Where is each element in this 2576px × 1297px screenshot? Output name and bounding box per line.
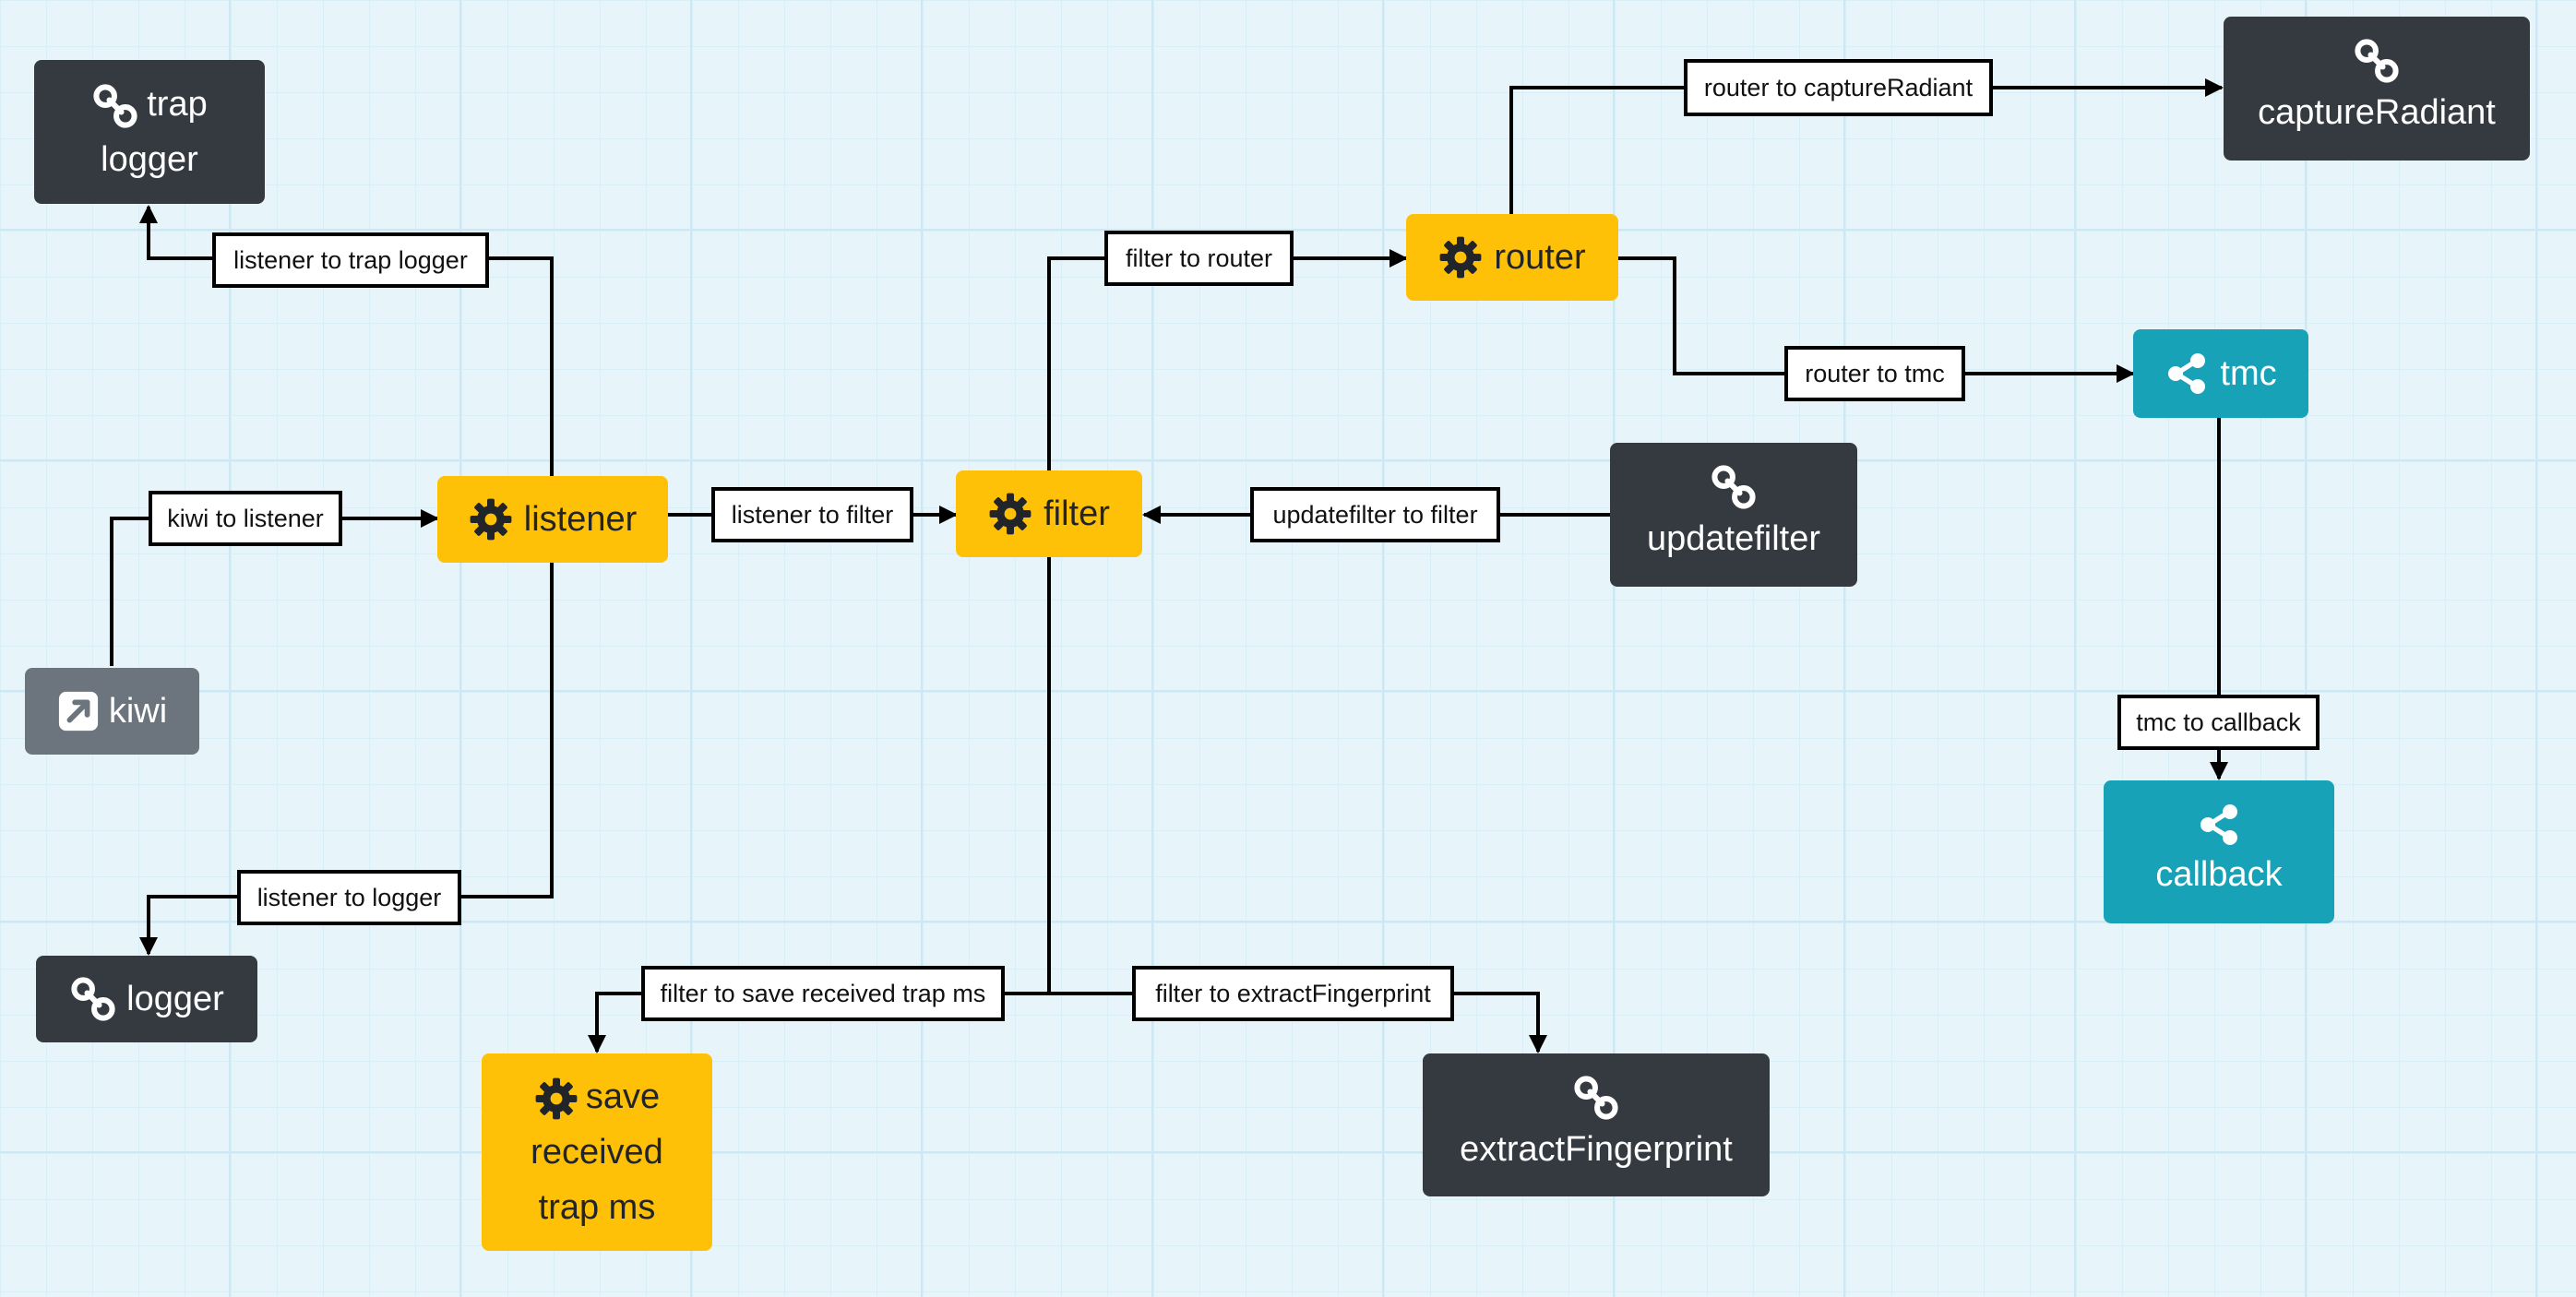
node-router-label: router xyxy=(1494,238,1586,277)
edge-filter-to-router[interactable] xyxy=(1047,249,1408,470)
node-listener-label: listener xyxy=(523,500,638,539)
link-icon xyxy=(71,977,115,1021)
edge-label-listener-to-trap-logger[interactable]: listener to trap logger xyxy=(212,232,489,288)
node-trap-logger[interactable]: trap logger xyxy=(34,60,265,204)
node-save-line1: save xyxy=(585,1077,661,1116)
edge-label-router-to-capture-radiant[interactable]: router to captureRadiant xyxy=(1684,59,1993,116)
external-link-icon xyxy=(58,691,98,732)
node-trap-logger-line1: trap xyxy=(147,85,208,124)
gear-icon xyxy=(535,1077,578,1120)
node-tmc-label: tmc xyxy=(2220,354,2277,393)
node-updatefilter[interactable]: updatefilter xyxy=(1610,443,1857,587)
node-kiwi-label: kiwi xyxy=(108,692,168,731)
link-icon xyxy=(1574,1075,1618,1120)
link-icon xyxy=(2355,39,2399,83)
edge-label-filter-to-router[interactable]: filter to router xyxy=(1104,231,1294,286)
node-router[interactable]: router xyxy=(1406,214,1618,301)
node-filter[interactable]: filter xyxy=(956,470,1142,557)
share-icon xyxy=(2200,803,2237,845)
gear-icon xyxy=(470,498,512,541)
node-logger-label: logger xyxy=(126,980,224,1018)
edge-label-filter-to-extract[interactable]: filter to extractFingerprint xyxy=(1132,966,1454,1021)
link-icon xyxy=(93,84,137,128)
edge-label-tmc-to-callback[interactable]: tmc to callback xyxy=(2117,695,2320,750)
node-save-line3: trap ms xyxy=(538,1188,656,1227)
node-save-received-trap-ms[interactable]: save received trap ms xyxy=(482,1053,712,1251)
node-save-line2: received xyxy=(531,1133,663,1172)
share-icon xyxy=(2168,353,2206,394)
edge-label-updatefilter-to-filter[interactable]: updatefilter to filter xyxy=(1250,487,1500,542)
node-tmc[interactable]: tmc xyxy=(2133,329,2308,418)
edge-label-kiwi-to-listener[interactable]: kiwi to listener xyxy=(149,491,342,546)
gear-icon xyxy=(1439,236,1482,279)
node-kiwi[interactable]: kiwi xyxy=(25,668,199,755)
node-logger[interactable]: logger xyxy=(36,956,257,1042)
node-callback[interactable]: callback xyxy=(2104,780,2334,923)
link-icon xyxy=(1711,465,1756,509)
node-extract-fingerprint-label: extractFingerprint xyxy=(1460,1129,1733,1169)
edge-label-listener-to-filter[interactable]: listener to filter xyxy=(711,487,913,542)
node-capture-radiant-label: captureRadiant xyxy=(2258,93,2496,132)
node-updatefilter-label: updatefilter xyxy=(1646,519,1820,558)
node-extract-fingerprint[interactable]: extractFingerprint xyxy=(1423,1053,1770,1196)
edge-label-router-to-tmc[interactable]: router to tmc xyxy=(1784,346,1965,401)
edge-label-listener-to-logger[interactable]: listener to logger xyxy=(237,870,461,925)
gear-icon xyxy=(989,493,1032,535)
edge-label-filter-to-save[interactable]: filter to save received trap ms xyxy=(641,966,1005,1021)
node-trap-logger-line2: logger xyxy=(101,140,198,179)
node-capture-radiant[interactable]: captureRadiant xyxy=(2224,17,2530,161)
node-listener[interactable]: listener xyxy=(437,476,668,563)
node-filter-label: filter xyxy=(1044,494,1110,533)
node-callback-label: callback xyxy=(2155,854,2283,894)
